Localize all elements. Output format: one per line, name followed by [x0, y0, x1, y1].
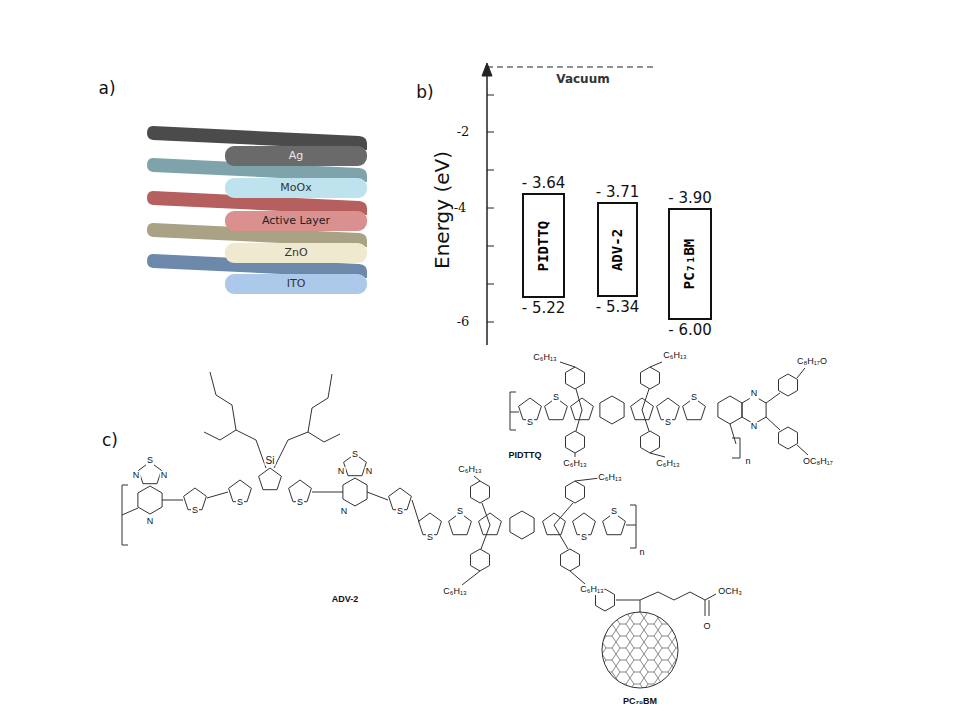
atom-label: C₆H₁₃ — [562, 459, 587, 469]
axis-title: Energy (eV) — [431, 151, 453, 269]
energy-level-box: - 3.64PIDTTQ- 5.22 — [522, 193, 565, 298]
atom-label: S — [296, 498, 304, 508]
atom-label: S — [236, 498, 244, 508]
atom-label: N — [132, 471, 141, 481]
atom-label: OC₈H₁₇ — [802, 457, 834, 467]
atom-label: S — [526, 418, 534, 428]
atom-label: S — [191, 506, 199, 516]
material-name: PIDTTQ — [536, 220, 551, 271]
atom-label: n — [638, 548, 645, 558]
atom-label: S — [351, 450, 359, 460]
pc70bm-structure — [596, 589, 717, 688]
atom-label: N — [340, 507, 349, 517]
atom-label: C₆H₁₃ — [457, 465, 482, 475]
atom-label: C₆H₁₃ — [662, 351, 687, 361]
layer-name: Ag — [289, 150, 304, 162]
panel-letter: a) — [98, 79, 115, 98]
plate-band — [225, 274, 367, 294]
structure-name: PIDTTQ — [508, 451, 543, 461]
structure-name: ADV-2 — [331, 595, 360, 605]
adv2-structure — [122, 372, 636, 585]
homo-value: - 6.00 — [668, 322, 712, 339]
atom-label: N — [146, 517, 155, 527]
energy-level-box: - 3.90PC₇₁BM- 6.00 — [668, 208, 712, 320]
panel-letter: b) — [416, 83, 433, 102]
plate-band — [225, 211, 367, 231]
tick-label: -6 — [457, 315, 470, 329]
material-name: PC₇₁BM — [682, 239, 697, 290]
atom-label: S — [426, 533, 434, 543]
atom-label: S — [664, 418, 672, 428]
atom-label: S — [146, 456, 154, 466]
atom-label: S — [580, 533, 588, 543]
layer-name: MoOx — [280, 182, 311, 194]
atom-label: C₆H₁₃ — [655, 459, 680, 469]
plate-band — [225, 178, 367, 198]
plate-band — [225, 243, 367, 263]
atom-label: O — [702, 622, 711, 632]
layer-plate: Ag — [145, 123, 370, 171]
atom-label: n — [744, 457, 751, 467]
homo-value: - 5.34 — [596, 299, 640, 316]
atom-label: C₆H₁₃ — [579, 585, 604, 595]
pidttq-structure — [510, 362, 808, 458]
homo-value: - 5.22 — [522, 300, 566, 317]
atom-label: S — [552, 393, 560, 403]
lumo-value: - 3.90 — [668, 190, 712, 207]
atom-label: C₆H₁₃ — [597, 473, 622, 483]
panel-letter: c) — [102, 431, 118, 450]
atom-label: N — [750, 389, 759, 399]
structure-name: PC₇₀BM — [622, 697, 658, 707]
atom-label: S — [456, 507, 464, 517]
lumo-value: - 3.64 — [522, 175, 566, 192]
atom-label: C₆H₁₃ — [442, 587, 467, 597]
atom-label: S — [610, 507, 618, 517]
axis-note: Vacuum — [556, 73, 609, 86]
energy-level-box: - 3.71ADV-2- 5.34 — [597, 202, 638, 297]
atom-label: S — [690, 393, 698, 403]
atom-label: Si — [265, 455, 276, 466]
atom-label: N — [160, 471, 169, 481]
layer-name: Active Layer — [262, 215, 330, 227]
layer-name: ZnO — [284, 247, 307, 259]
atom-label: C₆H₁₃ — [532, 353, 557, 363]
energy-axis — [482, 63, 655, 345]
atom-label: S — [396, 507, 404, 517]
atom-label: OCH₃ — [717, 587, 743, 597]
atom-label: N — [337, 467, 346, 477]
atom-label: C₈H₁₇O — [796, 357, 828, 367]
tick-label: -2 — [457, 125, 470, 139]
plate-band — [225, 146, 367, 166]
lumo-value: - 3.71 — [596, 184, 640, 201]
layer-name: ITO — [287, 278, 306, 290]
tick-label: -4 — [454, 201, 467, 215]
material-name: ADV-2 — [610, 228, 625, 270]
atom-label: N — [365, 467, 374, 477]
plate-shape — [145, 123, 370, 171]
atom-label: N — [750, 422, 759, 432]
